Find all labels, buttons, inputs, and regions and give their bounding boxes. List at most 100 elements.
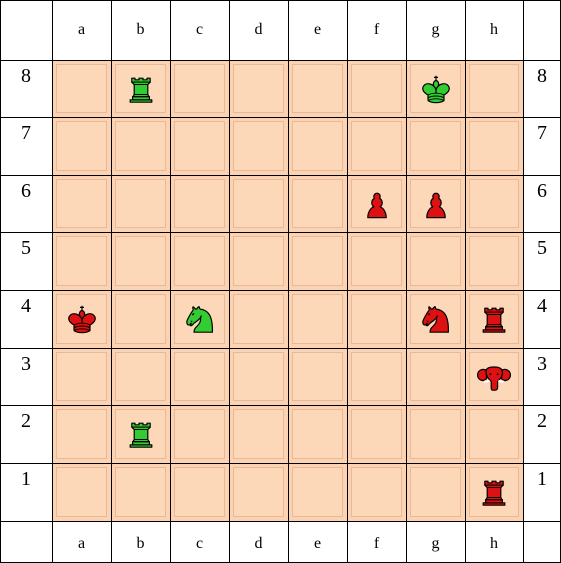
square-f4[interactable] bbox=[351, 294, 402, 344]
square-g2[interactable] bbox=[410, 409, 461, 459]
square-e7[interactable] bbox=[292, 121, 343, 171]
square-g7[interactable] bbox=[410, 121, 461, 171]
rank-label-3: 3 bbox=[0, 352, 52, 376]
file-label-g: g bbox=[406, 534, 465, 554]
square-a6[interactable] bbox=[56, 179, 107, 228]
green-rook-icon[interactable] bbox=[121, 414, 161, 454]
grid-line-horizontal bbox=[0, 117, 561, 118]
square-d1[interactable] bbox=[233, 467, 284, 517]
green-knight-icon[interactable] bbox=[180, 299, 220, 339]
square-b5[interactable] bbox=[115, 236, 166, 286]
square-h6[interactable] bbox=[469, 179, 519, 228]
file-label-h: h bbox=[465, 20, 523, 40]
grid-line-horizontal bbox=[0, 175, 561, 176]
square-a1[interactable] bbox=[56, 467, 107, 517]
square-d4[interactable] bbox=[233, 294, 284, 344]
square-e5[interactable] bbox=[292, 236, 343, 286]
square-b1[interactable] bbox=[115, 467, 166, 517]
square-h2[interactable] bbox=[469, 409, 519, 459]
square-e1[interactable] bbox=[292, 467, 343, 517]
red-king-icon[interactable] bbox=[62, 299, 102, 339]
square-c2[interactable] bbox=[174, 409, 225, 459]
file-label-g: g bbox=[406, 20, 465, 40]
file-label-f: f bbox=[347, 20, 406, 40]
square-h7[interactable] bbox=[469, 121, 519, 171]
rank-label-1: 1 bbox=[523, 467, 561, 491]
square-d6[interactable] bbox=[233, 179, 284, 228]
square-e3[interactable] bbox=[292, 352, 343, 401]
rank-label-3: 3 bbox=[523, 352, 561, 376]
file-label-e: e bbox=[288, 534, 347, 554]
file-label-d: d bbox=[229, 534, 288, 554]
rank-label-7: 7 bbox=[523, 121, 561, 145]
square-g3[interactable] bbox=[410, 352, 461, 401]
red-pawn-icon[interactable] bbox=[416, 184, 456, 224]
square-f8[interactable] bbox=[351, 64, 402, 113]
square-f2[interactable] bbox=[351, 409, 402, 459]
grid-line-horizontal bbox=[0, 521, 561, 522]
square-e2[interactable] bbox=[292, 409, 343, 459]
square-d8[interactable] bbox=[233, 64, 284, 113]
square-h8[interactable] bbox=[469, 64, 519, 113]
square-g1[interactable] bbox=[410, 467, 461, 517]
grid-line-horizontal bbox=[0, 60, 561, 61]
square-b7[interactable] bbox=[115, 121, 166, 171]
grid-line-vertical bbox=[229, 0, 230, 563]
square-a7[interactable] bbox=[56, 121, 107, 171]
square-a3[interactable] bbox=[56, 352, 107, 401]
file-label-a: a bbox=[52, 20, 111, 40]
rank-label-5: 5 bbox=[0, 236, 52, 260]
red-elephant-icon[interactable] bbox=[474, 357, 514, 397]
square-c7[interactable] bbox=[174, 121, 225, 171]
square-f3[interactable] bbox=[351, 352, 402, 401]
file-label-d: d bbox=[229, 20, 288, 40]
rank-label-2: 2 bbox=[523, 409, 561, 433]
square-b4[interactable] bbox=[115, 294, 166, 344]
grid-line-vertical bbox=[288, 0, 289, 563]
square-f5[interactable] bbox=[351, 236, 402, 286]
red-knight-icon[interactable] bbox=[416, 299, 456, 339]
square-d5[interactable] bbox=[233, 236, 284, 286]
rank-label-2: 2 bbox=[0, 409, 52, 433]
square-a2[interactable] bbox=[56, 409, 107, 459]
file-label-c: c bbox=[170, 534, 229, 554]
square-c3[interactable] bbox=[174, 352, 225, 401]
square-e8[interactable] bbox=[292, 64, 343, 113]
square-c8[interactable] bbox=[174, 64, 225, 113]
rank-label-1: 1 bbox=[0, 467, 52, 491]
square-g5[interactable] bbox=[410, 236, 461, 286]
grid-line-vertical bbox=[347, 0, 348, 563]
red-pawn-icon[interactable] bbox=[357, 184, 397, 224]
file-label-f: f bbox=[347, 534, 406, 554]
grid-line-vertical bbox=[111, 0, 112, 563]
square-a8[interactable] bbox=[56, 64, 107, 113]
square-d7[interactable] bbox=[233, 121, 284, 171]
file-label-c: c bbox=[170, 20, 229, 40]
square-c5[interactable] bbox=[174, 236, 225, 286]
green-king-icon[interactable] bbox=[416, 69, 456, 109]
red-rook-icon[interactable] bbox=[474, 299, 514, 339]
grid-line-vertical bbox=[52, 0, 53, 563]
grid-line-vertical bbox=[406, 0, 407, 563]
square-b6[interactable] bbox=[115, 179, 166, 228]
square-d3[interactable] bbox=[233, 352, 284, 401]
square-b3[interactable] bbox=[115, 352, 166, 401]
square-a5[interactable] bbox=[56, 236, 107, 286]
square-h5[interactable] bbox=[469, 236, 519, 286]
square-f7[interactable] bbox=[351, 121, 402, 171]
square-d2[interactable] bbox=[233, 409, 284, 459]
grid-line-vertical bbox=[170, 0, 171, 563]
rank-label-7: 7 bbox=[0, 121, 52, 145]
rank-label-4: 4 bbox=[523, 294, 561, 318]
green-rook-icon[interactable] bbox=[121, 69, 161, 109]
file-label-e: e bbox=[288, 20, 347, 40]
square-c6[interactable] bbox=[174, 179, 225, 228]
rank-label-8: 8 bbox=[523, 64, 561, 88]
square-f1[interactable] bbox=[351, 467, 402, 517]
file-label-b: b bbox=[111, 534, 170, 554]
square-e6[interactable] bbox=[292, 179, 343, 228]
square-c1[interactable] bbox=[174, 467, 225, 517]
red-rook-icon[interactable] bbox=[474, 472, 514, 512]
square-e4[interactable] bbox=[292, 294, 343, 344]
